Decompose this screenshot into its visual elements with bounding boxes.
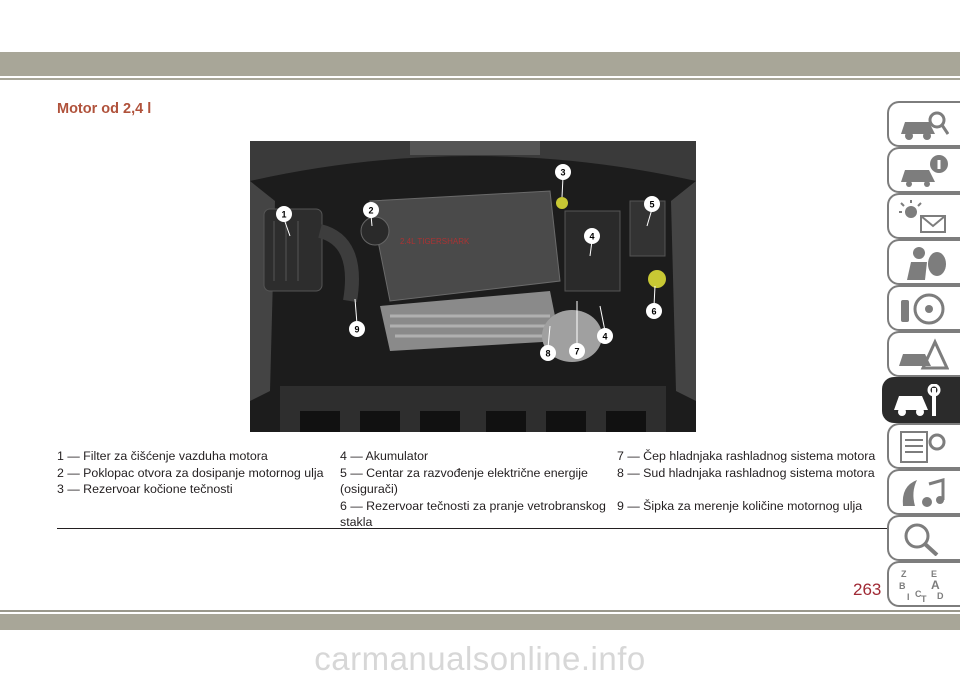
index-icon: Z E B A I C D T xyxy=(899,569,944,602)
watermark-text: carmanualsonline.info xyxy=(314,640,646,677)
svg-text:T: T xyxy=(921,594,927,602)
svg-text:9: 9 xyxy=(354,325,359,335)
warning-lights-icon xyxy=(899,200,946,233)
tab-specifications[interactable] xyxy=(887,423,960,469)
tab-index[interactable]: Z E B A I C D T xyxy=(887,561,960,607)
engine-bay-photo: 2.4L TIGERSHARK 1 2 3 4 xyxy=(250,141,696,432)
legend-item-5: 5 — Centar za razvođenje električne ener… xyxy=(340,465,588,497)
svg-text:3: 3 xyxy=(560,168,565,178)
legend-item-3: 3 — Rezervoar kočione tečnosti xyxy=(57,482,233,496)
callout-4: 4 xyxy=(584,228,600,257)
callout-3: 3 xyxy=(555,164,571,198)
tab-warning-lights[interactable] xyxy=(887,193,960,239)
tab-car-info[interactable] xyxy=(887,147,960,193)
legend-column-3: 7 — Čep hladnjaka rashladnog sistema mot… xyxy=(617,448,897,514)
callout-1: 1 xyxy=(276,206,292,237)
safety-airbag-icon xyxy=(907,247,946,280)
legend-item-4: 4 — Akumulator xyxy=(340,449,429,463)
section-title: Motor od 2,4 l xyxy=(57,101,152,117)
callout-8: 8 xyxy=(540,325,556,361)
tab-multimedia[interactable] xyxy=(887,469,960,515)
callout-2: 2 xyxy=(363,202,379,227)
tab-safety[interactable] xyxy=(887,239,960,285)
svg-text:2: 2 xyxy=(368,206,373,216)
top-divider xyxy=(0,78,960,80)
svg-text:6: 6 xyxy=(651,307,656,317)
legend-column-1: 1 — Filter za čišćenje vazduha motora 2 … xyxy=(57,448,327,498)
legend-item-8: 8 — Sud hladnjaka rashladnog sistema mot… xyxy=(617,465,875,480)
tab-roadside[interactable] xyxy=(887,331,960,377)
page-number: 263 xyxy=(853,580,882,599)
tab-steering[interactable] xyxy=(887,285,960,331)
car-maintenance-icon xyxy=(894,384,941,416)
callout-6: 6 xyxy=(646,285,662,319)
legend-item-9: 9 — Šipka za merenje količine motornog u… xyxy=(617,498,863,513)
svg-text:4: 4 xyxy=(602,332,607,342)
bottom-decorative-band xyxy=(0,614,960,630)
steering-wheel-icon xyxy=(901,293,945,325)
tab-search[interactable] xyxy=(887,515,960,561)
car-info-icon xyxy=(901,155,948,187)
legend-item-1: 1 — Filter za čišćenje vazduha motora xyxy=(57,449,268,463)
legend-column-2: 4 — Akumulator 5 — Centar za razvođenje … xyxy=(340,448,610,531)
svg-text:5: 5 xyxy=(649,200,654,210)
svg-text:1: 1 xyxy=(281,210,286,220)
legend-item-2: 2 — Poklopac otvora za dosipanje motorno… xyxy=(57,465,324,480)
roadside-warning-icon xyxy=(899,338,949,370)
callout-5: 5 xyxy=(644,196,660,227)
svg-text:7: 7 xyxy=(574,347,579,357)
svg-text:I: I xyxy=(907,592,910,602)
tab-maintenance[interactable] xyxy=(882,377,960,423)
legend-divider xyxy=(57,528,889,529)
svg-text:8: 8 xyxy=(545,349,550,359)
callout-9: 9 xyxy=(349,298,365,337)
callout-4b: 4 xyxy=(597,305,613,344)
specifications-icon xyxy=(900,431,946,463)
tab-car-search[interactable] xyxy=(887,101,960,147)
legend-item-6: 6 — Rezervoar tečnosti za pranje vetrobr… xyxy=(340,498,606,530)
car-search-icon xyxy=(901,111,949,140)
multimedia-icon xyxy=(902,478,945,507)
svg-text:A: A xyxy=(931,578,940,592)
callout-7: 7 xyxy=(569,301,585,359)
svg-text:Z: Z xyxy=(901,569,907,579)
svg-text:B: B xyxy=(899,581,906,591)
svg-text:4: 4 xyxy=(589,232,594,242)
top-decorative-band xyxy=(0,52,960,76)
bottom-divider xyxy=(0,610,960,612)
search-icon xyxy=(904,523,939,556)
legend-item-7: 7 — Čep hladnjaka rashladnog sistema mot… xyxy=(617,449,876,463)
engine-cover-label: 2.4L TIGERSHARK xyxy=(400,237,470,246)
svg-text:C: C xyxy=(915,589,922,599)
svg-text:E: E xyxy=(931,569,937,579)
svg-text:D: D xyxy=(937,591,944,601)
